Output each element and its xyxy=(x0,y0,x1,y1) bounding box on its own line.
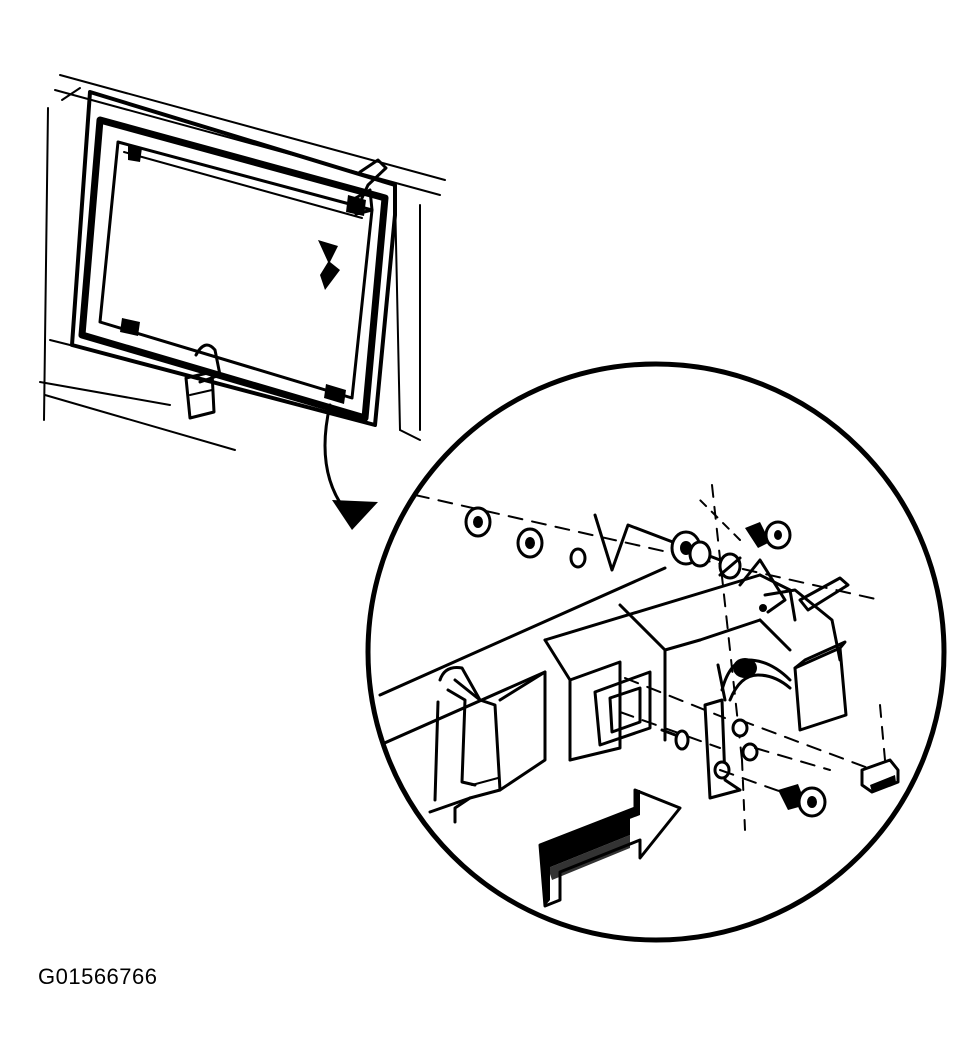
detail-view-content xyxy=(378,484,900,908)
vertical-alignment-line xyxy=(711,484,743,761)
lower-alignment-lines xyxy=(741,759,746,831)
latch-pin xyxy=(798,576,850,612)
washer-1 xyxy=(464,506,492,538)
window-glass-reflection xyxy=(318,240,340,290)
rivet xyxy=(660,728,690,751)
frame-rail xyxy=(378,566,797,824)
bracket-bolt xyxy=(778,784,827,818)
figure-id-label: G01566766 xyxy=(38,964,158,989)
striker-plate xyxy=(703,663,759,800)
retainer-clip xyxy=(860,758,900,794)
lock-washer xyxy=(718,552,742,580)
direction-arrow xyxy=(538,788,682,908)
nut xyxy=(670,530,712,568)
spacer xyxy=(569,547,587,569)
latch-body xyxy=(793,640,848,732)
window-upper-latch xyxy=(350,158,388,216)
window-clips xyxy=(120,145,366,404)
latch-cable xyxy=(720,658,792,702)
hardware-centerline xyxy=(414,494,881,601)
sliding-window-frame xyxy=(70,90,397,427)
detail-zoom-circle xyxy=(365,361,947,943)
bracket-screw xyxy=(699,499,792,550)
callout-arrow xyxy=(323,403,378,530)
assembly-dashed-lines xyxy=(619,677,886,796)
window-lower-latch-handle xyxy=(184,343,222,420)
washer-2 xyxy=(516,527,544,559)
